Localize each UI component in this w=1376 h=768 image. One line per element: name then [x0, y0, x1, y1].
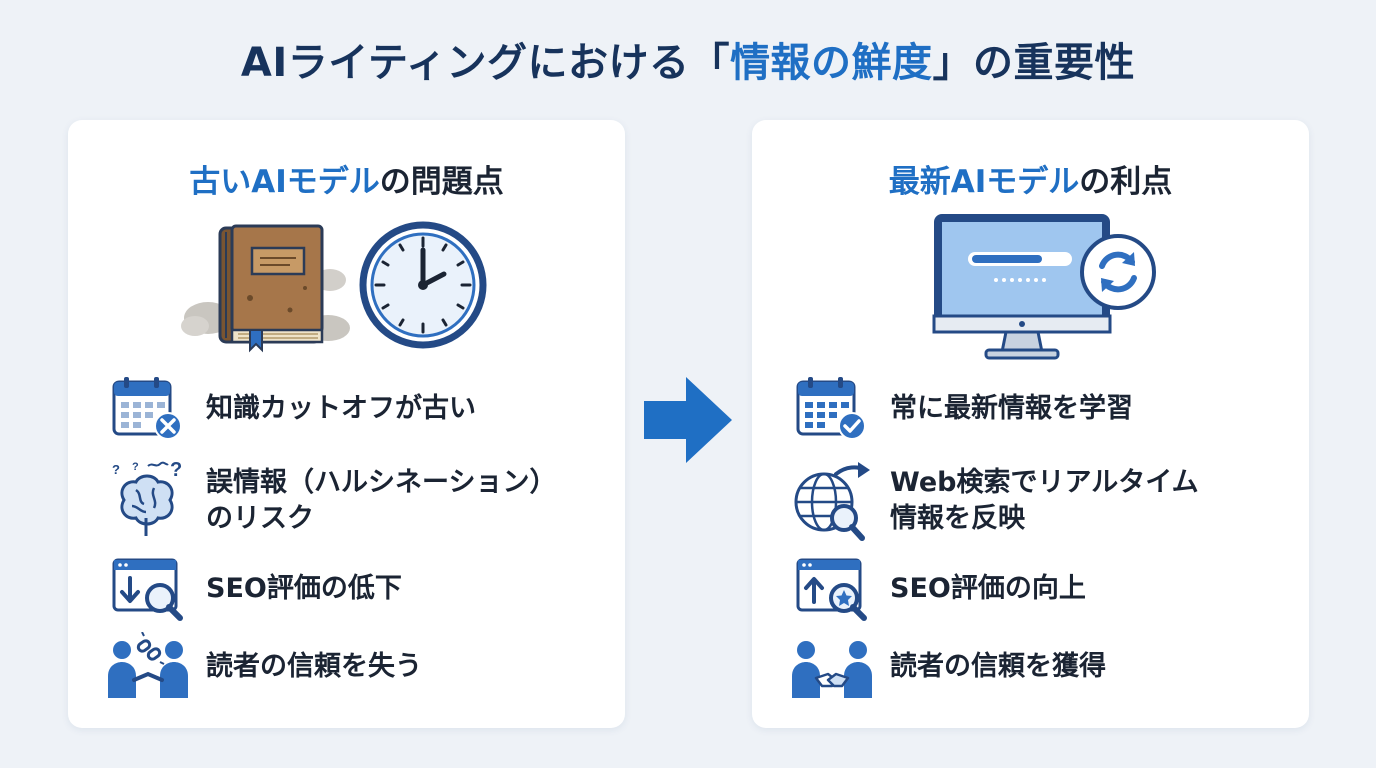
new-item-seo-up: SEO評価の向上	[792, 554, 1292, 624]
new-ai-heading-highlight: 最新AIモデル	[888, 164, 1080, 200]
monitor-refresh-icon	[932, 214, 1156, 360]
broken-link-people-icon	[108, 632, 188, 698]
search-up-star-icon	[796, 558, 867, 621]
old-book-icon	[181, 224, 350, 353]
calendar-check-icon	[796, 377, 866, 440]
title-prefix: AIライティングにおける「	[240, 40, 731, 86]
new-item-web-search: Web検索でリアルタイム 情報を反映	[792, 460, 1292, 542]
confused-brain-icon: ? ? ?	[112, 460, 182, 536]
old-item-trust-lost-text: 読者の信頼を失う	[206, 651, 422, 682]
new-ai-heading: 最新AIモデルの利点	[752, 156, 1309, 201]
old-item-seo-down: SEO評価の低下	[108, 554, 608, 624]
globe-search-icon	[794, 462, 870, 541]
title-suffix: 」の重要性	[932, 40, 1136, 86]
old-item-trust-lost: 読者の信頼を失う	[108, 632, 608, 702]
old-ai-heading-rest: の問題点	[379, 164, 504, 200]
old-ai-panel: 古いAIモデルの問題点	[68, 120, 625, 728]
old-item-hallucination: ? ? ? 誤情報（ハルシネーション） のリスク	[108, 460, 608, 542]
svg-text:?: ?	[170, 460, 182, 481]
svg-text:?: ?	[132, 461, 139, 473]
new-item-trust-gained-text: 読者の信頼を獲得	[890, 651, 1106, 682]
old-item-seo-down-text: SEO評価の低下	[206, 573, 402, 604]
new-ai-heading-rest: の利点	[1079, 164, 1173, 200]
new-item-trust-gained: 読者の信頼を獲得	[792, 632, 1292, 702]
old-ai-heading-highlight: 古いAIモデル	[189, 164, 380, 200]
old-item-hallucination-text: 誤情報（ハルシネーション） のリスク	[206, 467, 557, 534]
new-item-always-updated: 常に最新情報を学習	[792, 374, 1292, 444]
new-item-web-search-text: Web検索でリアルタイム 情報を反映	[890, 467, 1199, 534]
page-title: AIライティングにおける「情報の鮮度」の重要性	[0, 30, 1376, 88]
new-item-seo-up-text: SEO評価の向上	[890, 573, 1086, 604]
handshake-icon	[792, 641, 872, 698]
old-item-knowledge-cutoff-text: 知識カットオフが古い	[206, 393, 476, 424]
new-item-always-updated-text: 常に最新情報を学習	[890, 393, 1133, 424]
calendar-x-icon	[112, 377, 182, 440]
right-arrow-icon	[644, 377, 732, 463]
clock-icon	[359, 221, 487, 349]
svg-text:?: ?	[112, 462, 120, 477]
new-ai-panel: 最新AIモデルの利点 常に最新情報を学習	[752, 120, 1309, 728]
old-item-knowledge-cutoff: 知識カットオフが古い	[108, 374, 608, 444]
title-highlight: 情報の鮮度	[730, 40, 933, 86]
search-down-icon	[112, 558, 183, 621]
old-ai-heading: 古いAIモデルの問題点	[68, 156, 625, 201]
